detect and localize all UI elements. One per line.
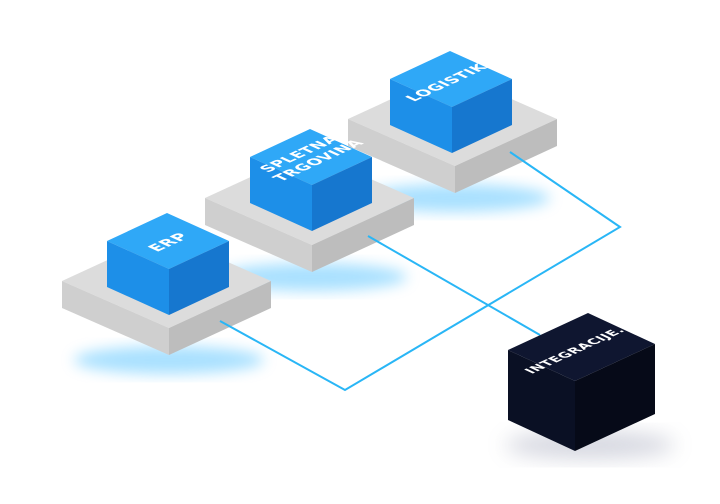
connector-lines	[219, 151, 622, 392]
cube-spletna-trgovina: SPLETNA TRGOVINA	[250, 129, 372, 231]
connector-spletna	[367, 235, 541, 336]
cube-erp: ERP	[107, 213, 229, 315]
cube-logistika: LOGISTIKA	[390, 51, 512, 153]
plate-glow-2	[74, 346, 264, 374]
connector-erp	[219, 151, 622, 392]
cube-integracije: INTEGRACIJE.SI	[508, 313, 655, 451]
